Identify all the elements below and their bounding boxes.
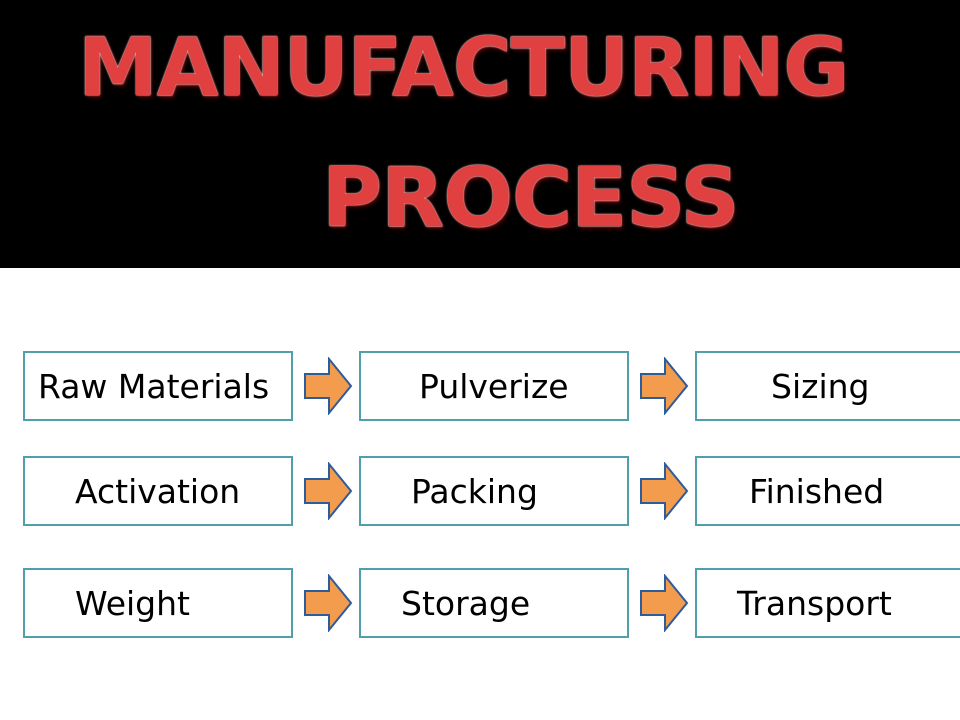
- arrow-right-icon: [640, 574, 689, 632]
- step-box-transport: Transport: [695, 568, 960, 638]
- step-box-storage: Storage: [359, 568, 629, 638]
- title-line-1: MANUFACTURING: [78, 21, 849, 114]
- arrow-right-icon: [304, 574, 353, 632]
- step-label: Raw Materials: [38, 366, 270, 406]
- step-label: Pulverize: [419, 366, 569, 406]
- step-label: Activation: [75, 471, 241, 511]
- step-label: Transport: [737, 583, 892, 623]
- step-box-packing: Packing: [359, 456, 629, 526]
- title-line-2: PROCESS: [322, 151, 740, 246]
- step-box-activation: Activation: [23, 456, 293, 526]
- step-box-finished: Finished: [695, 456, 960, 526]
- step-label: Weight: [75, 583, 190, 623]
- step-box-sizing: Sizing: [695, 351, 960, 421]
- step-box-raw-materials: Raw Materials: [23, 351, 293, 421]
- arrow-right-icon: [640, 462, 689, 520]
- step-label: Finished: [749, 471, 885, 511]
- step-box-pulverize: Pulverize: [359, 351, 629, 421]
- title-banner: MANUFACTURING PROCESS: [0, 0, 960, 268]
- arrow-right-icon: [304, 462, 353, 520]
- arrow-right-icon: [304, 357, 353, 415]
- step-label: Packing: [411, 471, 538, 511]
- step-label: Sizing: [771, 366, 870, 406]
- step-box-weight: Weight: [23, 568, 293, 638]
- arrow-right-icon: [640, 357, 689, 415]
- step-label: Storage: [401, 583, 531, 623]
